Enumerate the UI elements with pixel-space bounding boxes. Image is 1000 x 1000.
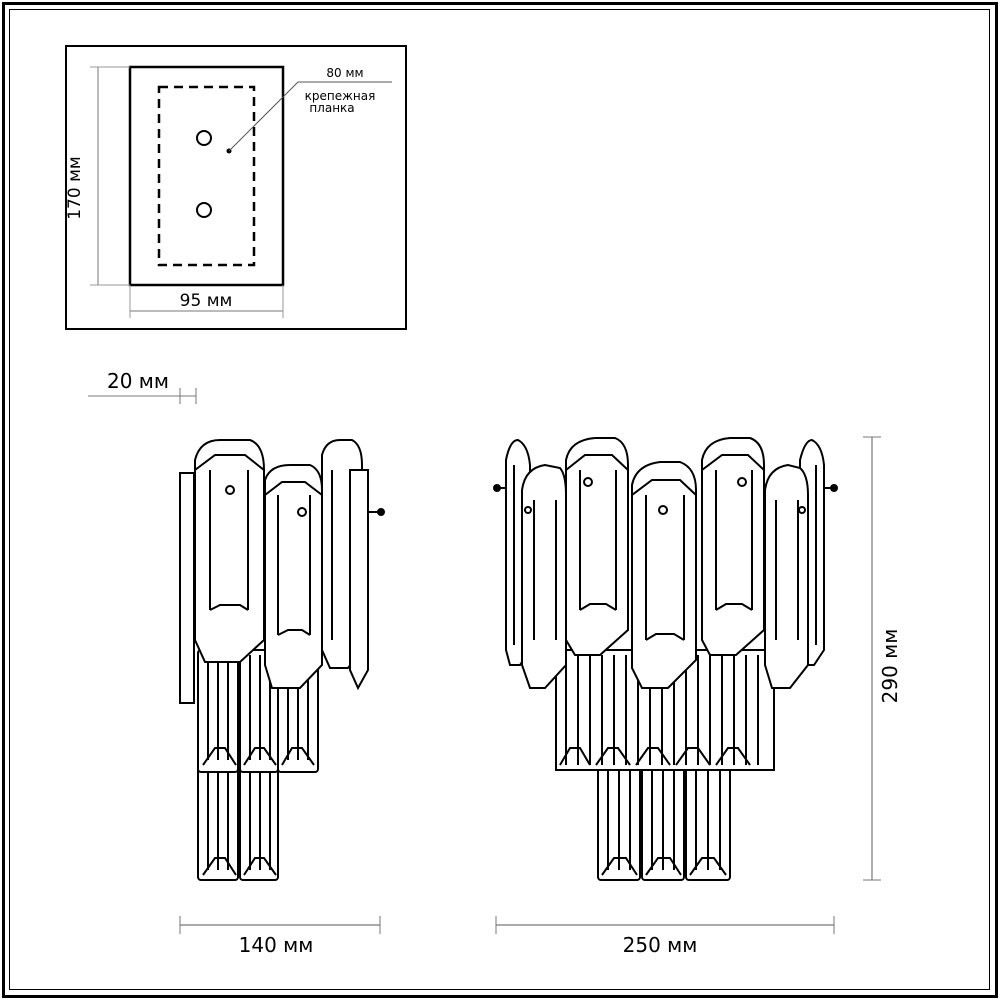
side-crystal-1 (194, 439, 265, 663)
mounting-bracket-outline (157, 85, 256, 267)
front-dimensions (495, 436, 881, 934)
plate-height-label: 170 мм (65, 156, 85, 220)
front-crystal-large-left (565, 437, 629, 656)
mounting-plate-inset (65, 45, 407, 330)
side-view-drawing (179, 439, 385, 881)
side-width-label: 140 мм (239, 933, 314, 957)
front-crystal-left (521, 463, 567, 689)
plate-width-label: 95 мм (180, 291, 233, 311)
mounting-plate (128, 65, 285, 287)
wall-plate (179, 472, 195, 704)
lower-rods (197, 764, 279, 881)
front-height-label: 290 мм (878, 629, 902, 704)
hole-spacing-label: 80 мм (326, 66, 363, 80)
inner-frame (9, 9, 990, 990)
bottom-tier-rods (597, 764, 731, 881)
front-crystal-large-center (631, 461, 697, 689)
front-view-drawing (493, 437, 838, 881)
front-crystal-right (764, 463, 809, 689)
bracket-label-line2: планка (309, 101, 354, 115)
middle-rods (197, 649, 319, 773)
mount-hole-bottom (196, 202, 212, 218)
side-dimensions (88, 388, 381, 934)
front-crystal-large-right (701, 437, 765, 656)
mount-hole-top (196, 130, 212, 146)
side-crystal-3 (321, 439, 385, 691)
leader-line (228, 81, 392, 152)
side-crystal-2 (264, 464, 323, 689)
bracket-label-line1: крепежная (305, 89, 376, 103)
inset-border (65, 45, 407, 330)
front-width-label: 250 мм (623, 933, 698, 957)
depth-label: 20 мм (107, 369, 169, 393)
